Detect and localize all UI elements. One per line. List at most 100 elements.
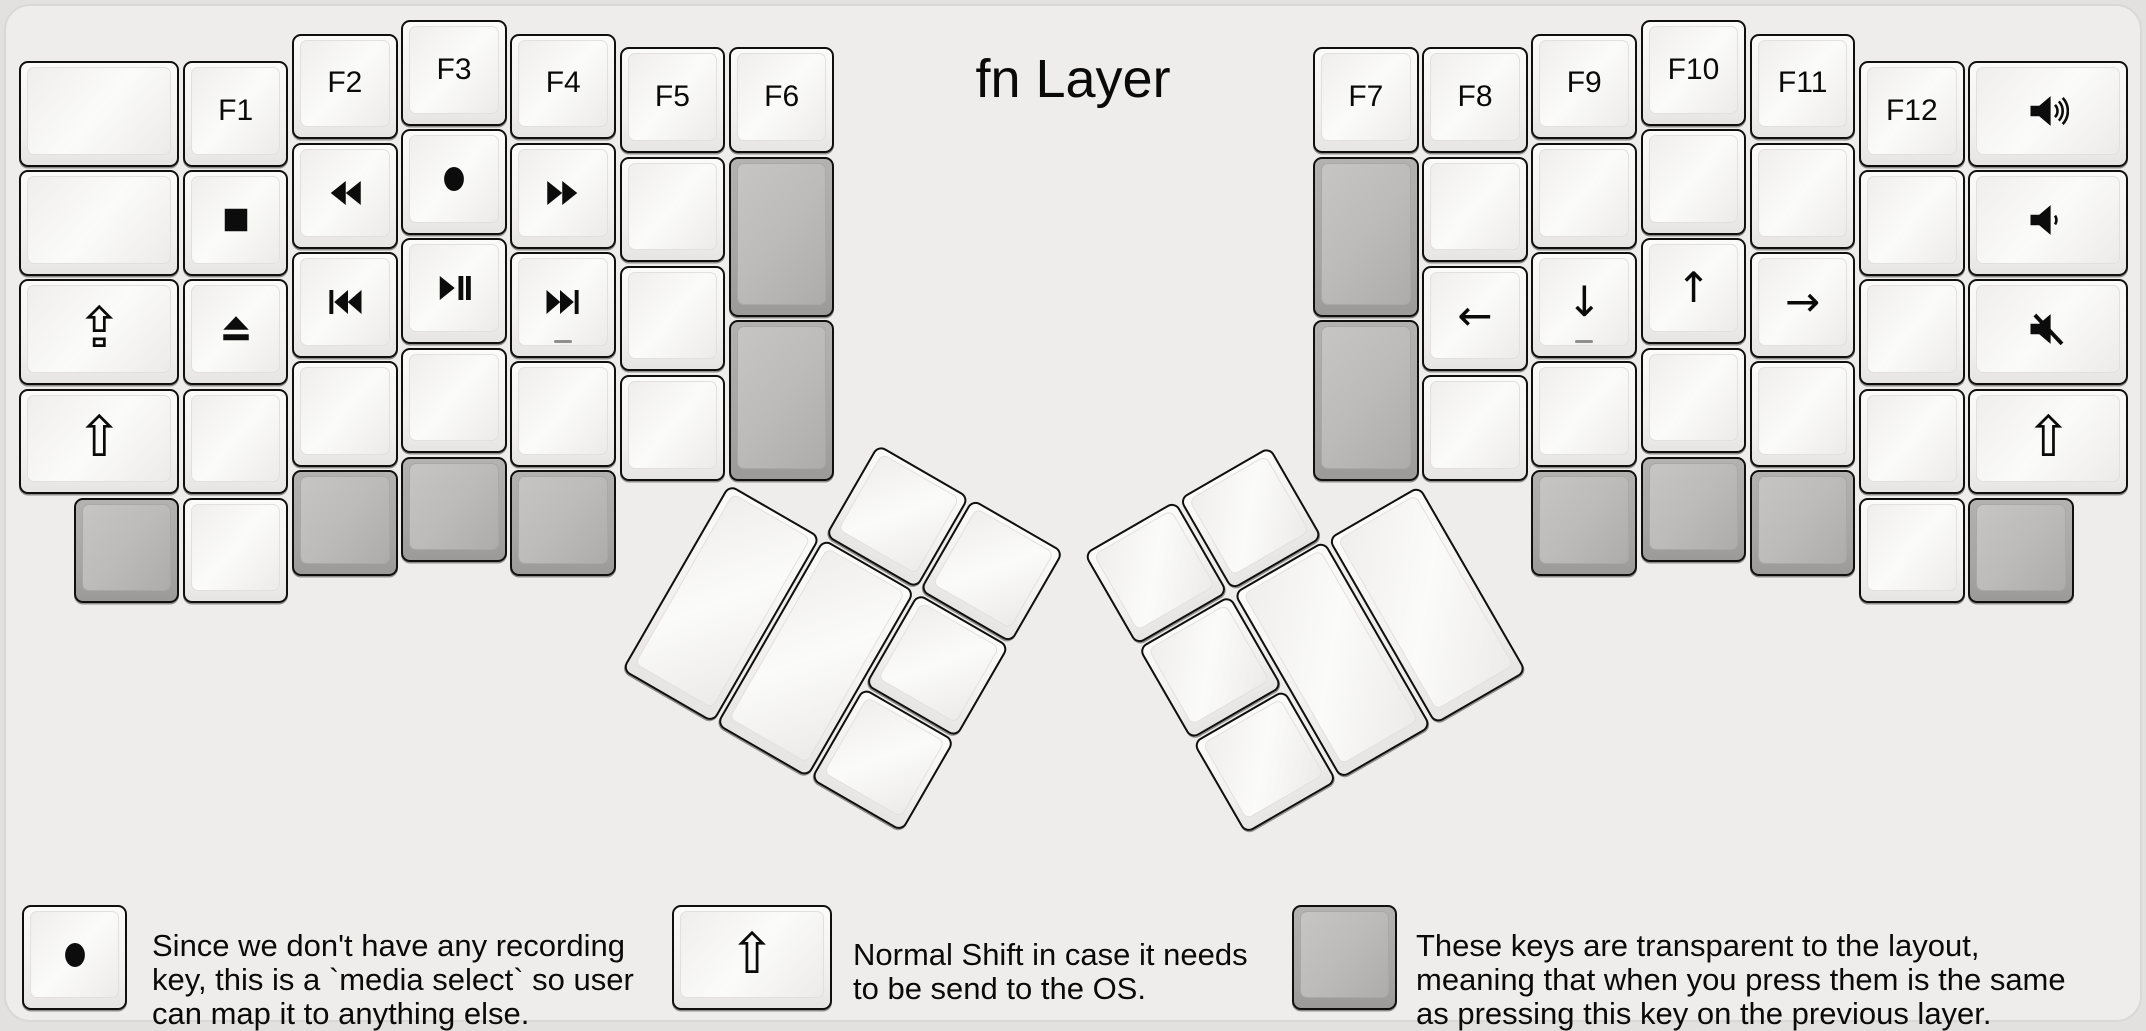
key-label: F6 <box>764 80 800 114</box>
arrow-right-icon: → <box>1785 276 1821 326</box>
play-pause-icon <box>439 276 471 301</box>
key-f5: F5 <box>619 47 726 153</box>
keycap <box>1976 503 2066 592</box>
key-caps-lock: ⇪ <box>19 279 180 386</box>
key-f10: F10 <box>1640 20 1747 126</box>
keycap <box>300 258 390 346</box>
key-transparent <box>1749 470 1856 577</box>
key-arrow-up: ↑ <box>1640 238 1747 345</box>
keycap <box>1300 911 1389 998</box>
keycap: ⇧ <box>680 911 824 998</box>
keycap <box>518 148 609 237</box>
key-blank <box>19 61 180 167</box>
keycap <box>627 162 718 251</box>
key-f9: F9 <box>1531 33 1638 140</box>
legend-text-line: as pressing this key on the previous lay… <box>1416 996 1992 1031</box>
keycap: F2 <box>300 39 390 128</box>
homing-bar <box>1575 340 1594 343</box>
previous-track-icon <box>329 289 362 314</box>
rewind-icon <box>330 180 361 205</box>
key-record <box>401 129 507 235</box>
key-blank <box>619 156 726 263</box>
key-label: F5 <box>654 80 690 114</box>
key-label: F3 <box>436 52 472 86</box>
key-volume-down <box>1968 170 2129 276</box>
next-track-icon <box>546 289 579 314</box>
key-blank <box>1640 129 1747 235</box>
key-f1: F1 <box>182 61 289 167</box>
keycap: F10 <box>1648 26 1739 114</box>
legend-item-3-text: These keys are transparent to the layout… <box>1416 929 2066 1031</box>
keycap <box>1648 353 1739 442</box>
key-blank <box>1640 347 1747 454</box>
keycap <box>1321 162 1411 305</box>
key-label: F10 <box>1667 52 1720 86</box>
keycap <box>627 380 718 469</box>
key-stop <box>182 170 289 276</box>
legend-text-line: can map it to anything else. <box>152 996 530 1031</box>
keycap <box>1757 476 1848 565</box>
keycap: F1 <box>190 67 281 155</box>
arrow-left-icon: ← <box>1457 290 1493 340</box>
shift-icon: ⇧ <box>728 921 776 987</box>
key-blank <box>182 388 289 495</box>
key-blank <box>1422 374 1528 481</box>
shift-right-icon: ⇧ <box>2024 405 2072 471</box>
key-mute <box>1968 279 2129 386</box>
key-eject <box>182 279 289 386</box>
volume-up-icon <box>2030 95 2070 126</box>
key-blank <box>182 497 289 604</box>
keycap <box>627 271 718 360</box>
key-f3: F3 <box>401 20 507 126</box>
keycap <box>190 285 281 374</box>
keycap: ← <box>1430 271 1520 360</box>
keycap: ⇧ <box>1976 394 2121 483</box>
key-transparent <box>1968 497 2074 604</box>
key-f7: F7 <box>1313 47 1419 153</box>
eject-icon <box>222 316 249 341</box>
homing-bar <box>554 340 573 343</box>
key-label: F8 <box>1457 80 1493 114</box>
keycap <box>1976 67 2121 155</box>
key-label: F2 <box>327 66 363 100</box>
legend-item-2-text: Normal Shift in case it needs to be send… <box>853 938 1248 1006</box>
key-blank <box>1422 156 1528 263</box>
key-blank <box>619 374 726 481</box>
key-blank <box>1531 361 1638 467</box>
stop-icon <box>224 208 247 232</box>
key-arrow-down: ↓ <box>1531 252 1638 358</box>
key-blank <box>1531 142 1638 249</box>
legend-item-1-text: Since we don't have any recording key, t… <box>152 929 634 1031</box>
key-transparent <box>728 320 835 481</box>
key-f11: F11 <box>1749 33 1856 140</box>
key-transparent <box>1640 456 1747 563</box>
keycap <box>300 367 390 455</box>
key-play-pause <box>401 238 507 345</box>
keycap: ↑ <box>1648 244 1739 333</box>
volume-down-icon <box>2030 205 2058 235</box>
legend-key-shift: ⇧ <box>672 905 832 1010</box>
keycap <box>30 911 119 998</box>
legend-text-line: to be send to the OS. <box>853 971 1146 1006</box>
keycap <box>1867 176 1957 264</box>
keycap <box>518 367 609 455</box>
layer-title: fn Layer <box>975 49 1171 109</box>
key-blank <box>1859 388 1965 495</box>
key-next-track <box>510 252 617 358</box>
keycap <box>81 503 172 592</box>
keycap <box>736 162 827 305</box>
keycap <box>409 135 499 223</box>
key-transparent <box>1313 320 1419 481</box>
key-label: F7 <box>1348 80 1384 114</box>
legend-text-line: Normal Shift in case it needs <box>853 937 1248 972</box>
key-prev-track <box>292 252 398 358</box>
legend-key-transparent <box>1292 905 1397 1010</box>
keycap <box>190 394 281 483</box>
keycap: F4 <box>518 39 609 128</box>
key-arrow-right: → <box>1749 252 1856 358</box>
caps-lock-icon: ⇪ <box>75 296 123 362</box>
key-blank <box>292 361 398 467</box>
keycap <box>518 258 609 346</box>
keycap: F9 <box>1539 39 1630 128</box>
